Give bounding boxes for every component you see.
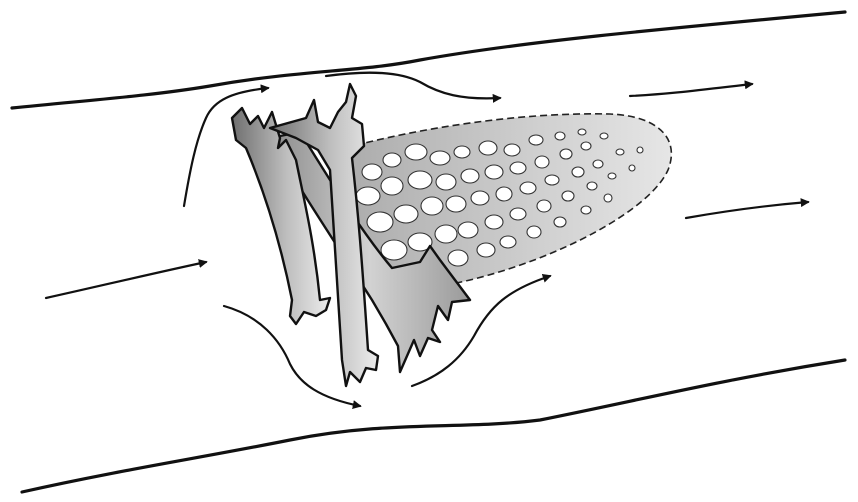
gravel-stone xyxy=(545,175,559,185)
flow-arrow xyxy=(46,262,206,298)
gravel-stone xyxy=(448,250,468,266)
gravel-stone xyxy=(435,225,457,243)
gravel-stone xyxy=(510,162,526,174)
gravel-stone xyxy=(535,156,549,168)
gravel-stone xyxy=(383,153,401,167)
gravel-stone xyxy=(381,177,403,195)
gravel-stone xyxy=(572,167,584,177)
gravel-stone xyxy=(458,222,478,238)
gravel-stone xyxy=(616,149,624,155)
gravel-stone xyxy=(479,141,497,155)
gravel-stone xyxy=(500,236,516,248)
gravel-stone xyxy=(560,149,572,159)
gravel-stone xyxy=(608,173,616,179)
gravel-stone xyxy=(405,144,427,160)
gravel-stone xyxy=(562,191,574,201)
gravel-stone xyxy=(637,147,643,153)
gravel-stone xyxy=(485,215,503,229)
gravel-stone xyxy=(504,144,520,156)
gravel-stone xyxy=(362,164,382,180)
gravel-stone xyxy=(381,240,407,260)
flow-arrow xyxy=(686,202,808,218)
gravel-stone xyxy=(461,169,479,183)
channel-bank-bottom xyxy=(22,360,845,492)
gravel-stone xyxy=(581,142,591,150)
gravel-stone xyxy=(485,165,503,179)
gravel-stone xyxy=(529,135,543,145)
gravel-stone xyxy=(367,212,393,232)
channel-bank-top xyxy=(12,12,845,108)
gravel-stone xyxy=(527,226,541,238)
gravel-stone xyxy=(520,182,536,194)
gravel-stone xyxy=(600,133,608,139)
gravel-stone xyxy=(356,187,380,205)
gravel-stone xyxy=(593,160,603,168)
gravel-stone xyxy=(430,151,450,165)
gravel-stone xyxy=(496,187,512,201)
gravel-stone xyxy=(578,129,586,135)
gravel-stone xyxy=(554,217,566,227)
gravel-stone xyxy=(436,174,456,190)
gravel-stone xyxy=(394,205,418,223)
gravel-stone xyxy=(537,200,551,212)
gravel-stone xyxy=(477,243,495,257)
gravel-stone xyxy=(421,197,443,215)
gravel-stone xyxy=(555,132,565,140)
gravel-stone xyxy=(587,182,597,190)
gravel-stone xyxy=(629,165,635,171)
gravel-stone xyxy=(510,208,526,220)
flow-arrow xyxy=(630,84,752,96)
gravel-stone xyxy=(408,171,432,189)
gravel-stone xyxy=(454,146,470,158)
gravel-stone xyxy=(446,196,466,212)
gravel-stone xyxy=(604,194,612,202)
gravel-stone xyxy=(581,206,591,214)
gravel-stone xyxy=(471,191,489,205)
